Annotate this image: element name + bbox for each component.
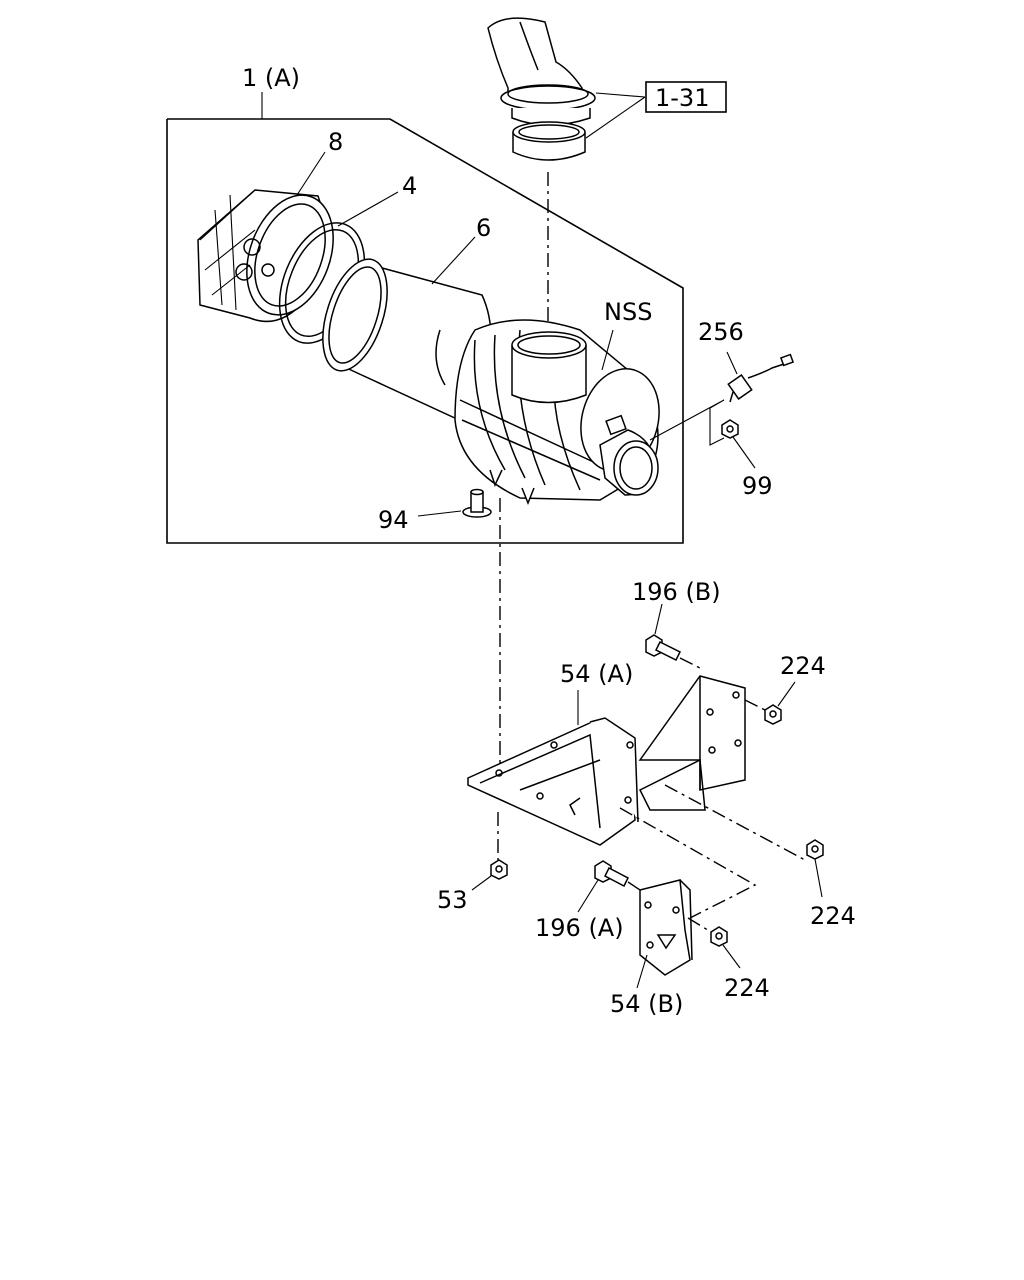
callout-54b: 54 (B) [610,990,683,1018]
callout-99: 99 [742,472,773,500]
bolt-94-part [462,488,492,518]
centerline-196b [679,657,701,669]
callout-94: 94 [378,506,409,534]
filter-cap-part [197,189,334,323]
reference-box-1-31 [645,81,727,113]
centerline-54b [619,807,757,919]
centerline-224-upper [744,699,766,711]
nut-53-part [490,859,508,880]
callout-196a: 196 (A) [535,914,624,942]
callout-224-upper: 224 [780,652,826,680]
centerline-224-right [664,784,806,861]
intake-duct-part [487,17,596,161]
bracket-54b-part [639,879,693,976]
callout-224-right: 224 [810,902,856,930]
bracket-54a-part [467,675,746,846]
nut-99-part [721,419,739,439]
nut-224-right-part [806,839,824,860]
leader-lines [296,92,823,989]
callout-54a: 54 (A) [560,660,633,688]
callout-1a: 1 (A) [242,64,300,92]
filter-element-part [322,258,492,427]
callout-6: 6 [476,214,491,242]
bolt-196b-part [645,634,682,662]
callout-4: 4 [402,172,417,200]
bolt-196a-part [594,860,629,888]
callout-224-lower: 224 [724,974,770,1002]
sensor-256-part [727,353,795,403]
callout-256: 256 [698,318,744,346]
nut-224-lower-part [710,926,728,947]
centerline-224-lower [687,917,712,933]
callout-1-31: 1-31 [655,84,709,112]
callout-8: 8 [328,128,343,156]
sensor-leader [649,399,725,446]
centerline-196a [627,881,641,891]
callout-53: 53 [437,886,468,914]
assembly-boundary [166,92,684,544]
callout-196b: 196 (B) [632,578,721,606]
air-cleaner-body-part [454,319,660,506]
callout-nss: NSS [604,298,652,326]
nut-224-upper-part [764,704,782,725]
